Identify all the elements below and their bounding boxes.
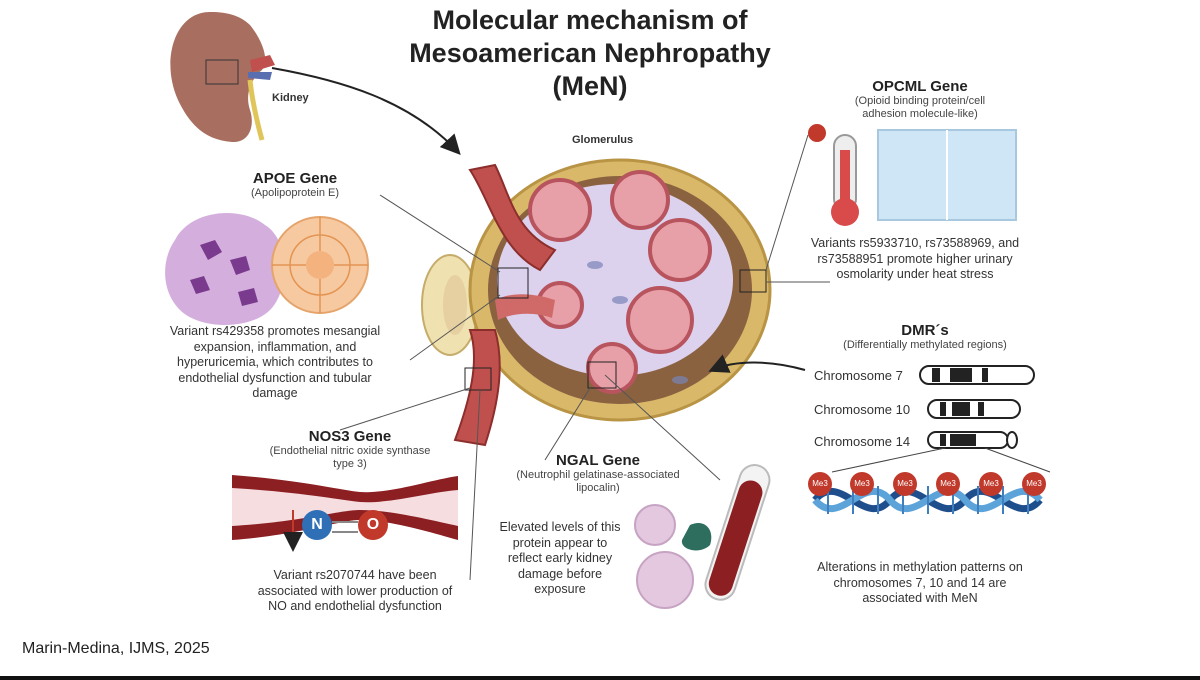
apoe-text-line: expansion, inflammation, and <box>193 339 357 354</box>
dmr-text-line: chromosomes 7, 10 and 14 are <box>833 575 1007 590</box>
apoe-text-line: damage <box>252 386 298 400</box>
kidney-illustration <box>170 11 461 155</box>
apoe-text-line: hyperuricemia, which contributes to <box>177 355 373 369</box>
dmr-text-line: associated with MeN <box>862 591 978 605</box>
title-line-2: Mesoamerican Nephropathy <box>409 38 771 68</box>
ngal-title: NGAL Gene <box>556 452 640 469</box>
methyl-tag: Me3 <box>850 472 874 496</box>
apoe-text-line: Variant rs429358 promotes mesangial <box>169 324 381 338</box>
apoe-title: APOE Gene <box>252 170 338 187</box>
ngal-text-line: protein appear to <box>512 535 608 550</box>
nos3-header: NOS3 Gene (Endothelial nitric oxide synt… <box>240 428 460 471</box>
opcml-illustration <box>808 124 1017 226</box>
methyl-tag: Me3 <box>808 472 832 496</box>
nos3-text-line: associated with lower production of <box>257 583 453 598</box>
dmr-description: Alterations in methylation patterns on c… <box>795 560 1045 607</box>
nitrogen-atom: N <box>302 510 332 540</box>
opcml-subtitle-line: (Opioid binding protein/cell <box>854 95 986 107</box>
nos3-text-line: Variant rs2070744 have been <box>273 568 437 582</box>
glomerulus-label: Glomerulus <box>572 134 634 146</box>
ngal-text-line: Elevated levels of this <box>499 520 621 534</box>
connector-lines <box>339 134 830 581</box>
nos3-title: NOS3 Gene <box>308 428 392 445</box>
diagram-title: Molecular mechanism of Mesoamerican Neph… <box>380 4 800 103</box>
methyl-tag: Me3 <box>936 472 960 496</box>
title-line-3: (MeN) <box>552 71 628 101</box>
title-line-1: Molecular mechanism of <box>432 5 748 35</box>
apoe-text-line: endothelial dysfunction and tubular <box>178 370 372 385</box>
ngal-illustration <box>634 464 771 609</box>
ngal-description: Elevated levels of this protein appear t… <box>490 520 630 598</box>
methyl-tag: Me3 <box>1022 472 1046 496</box>
ngal-text-line: damage before <box>517 566 603 581</box>
opcml-description: Variants rs5933710, rs73588969, and rs73… <box>795 236 1035 283</box>
nos3-text-line: NO and endothelial dysfunction <box>268 599 442 613</box>
dmr-text-line: Alterations in methylation patterns on <box>817 560 1023 574</box>
ngal-subtitle-line: lipocalin) <box>576 482 620 494</box>
dmr-title: DMR´s <box>901 322 949 339</box>
methyl-tag: Me3 <box>979 472 1003 496</box>
opcml-title: OPCML Gene <box>872 78 968 95</box>
chromosome-7-label: Chromosome 7 <box>814 368 903 383</box>
ngal-subtitle-line: (Neutrophil gelatinase-associated <box>516 469 680 481</box>
nos3-description: Variant rs2070744 have been associated w… <box>230 568 480 615</box>
double-bond <box>332 521 358 533</box>
dna-helix-illustration <box>812 486 1043 514</box>
oxygen-atom: O <box>358 510 388 540</box>
kidney-label: Kidney <box>272 92 309 104</box>
opcml-text-line: rs73588951 promote higher urinary <box>817 251 1013 266</box>
apoe-illustration <box>165 213 369 325</box>
dmr-header: DMR´s (Differentially methylated regions… <box>820 322 1030 352</box>
methyl-tag: Me3 <box>893 472 917 496</box>
chromosome-10-label: Chromosome 10 <box>814 402 911 417</box>
chromosome-ideograms <box>831 365 1051 473</box>
nos3-vessel-illustration <box>232 475 458 552</box>
opcml-text-line: osmolarity under heat stress <box>836 267 994 281</box>
nos3-subtitle-line: (Endothelial nitric oxide synthase <box>269 445 431 457</box>
opcml-text-line: Variants rs5933710, rs73588969, and <box>810 236 1020 250</box>
ngal-text-line: reflect early kidney <box>507 551 613 565</box>
ngal-text-line: exposure <box>534 582 586 596</box>
ngal-header: NGAL Gene (Neutrophil gelatinase-associa… <box>498 452 698 495</box>
apoe-header: APOE Gene (Apolipoprotein E) <box>190 170 400 200</box>
opcml-subtitle-line: adhesion molecule-like) <box>862 108 978 120</box>
opcml-header: OPCML Gene (Opioid binding protein/cell … <box>820 78 1020 121</box>
citation: Marin-Medina, IJMS, 2025 <box>22 640 210 657</box>
apoe-description: Variant rs429358 promotes mesangial expa… <box>130 324 420 402</box>
nos3-subtitle-line: type 3) <box>333 458 367 470</box>
chromosome-14-label: Chromosome 14 <box>814 434 911 449</box>
dmr-subtitle: (Differentially methylated regions) <box>843 339 1007 351</box>
bottom-divider <box>0 676 1200 680</box>
glomerulus-illustration <box>421 158 772 447</box>
apoe-subtitle: (Apolipoprotein E) <box>250 187 340 199</box>
